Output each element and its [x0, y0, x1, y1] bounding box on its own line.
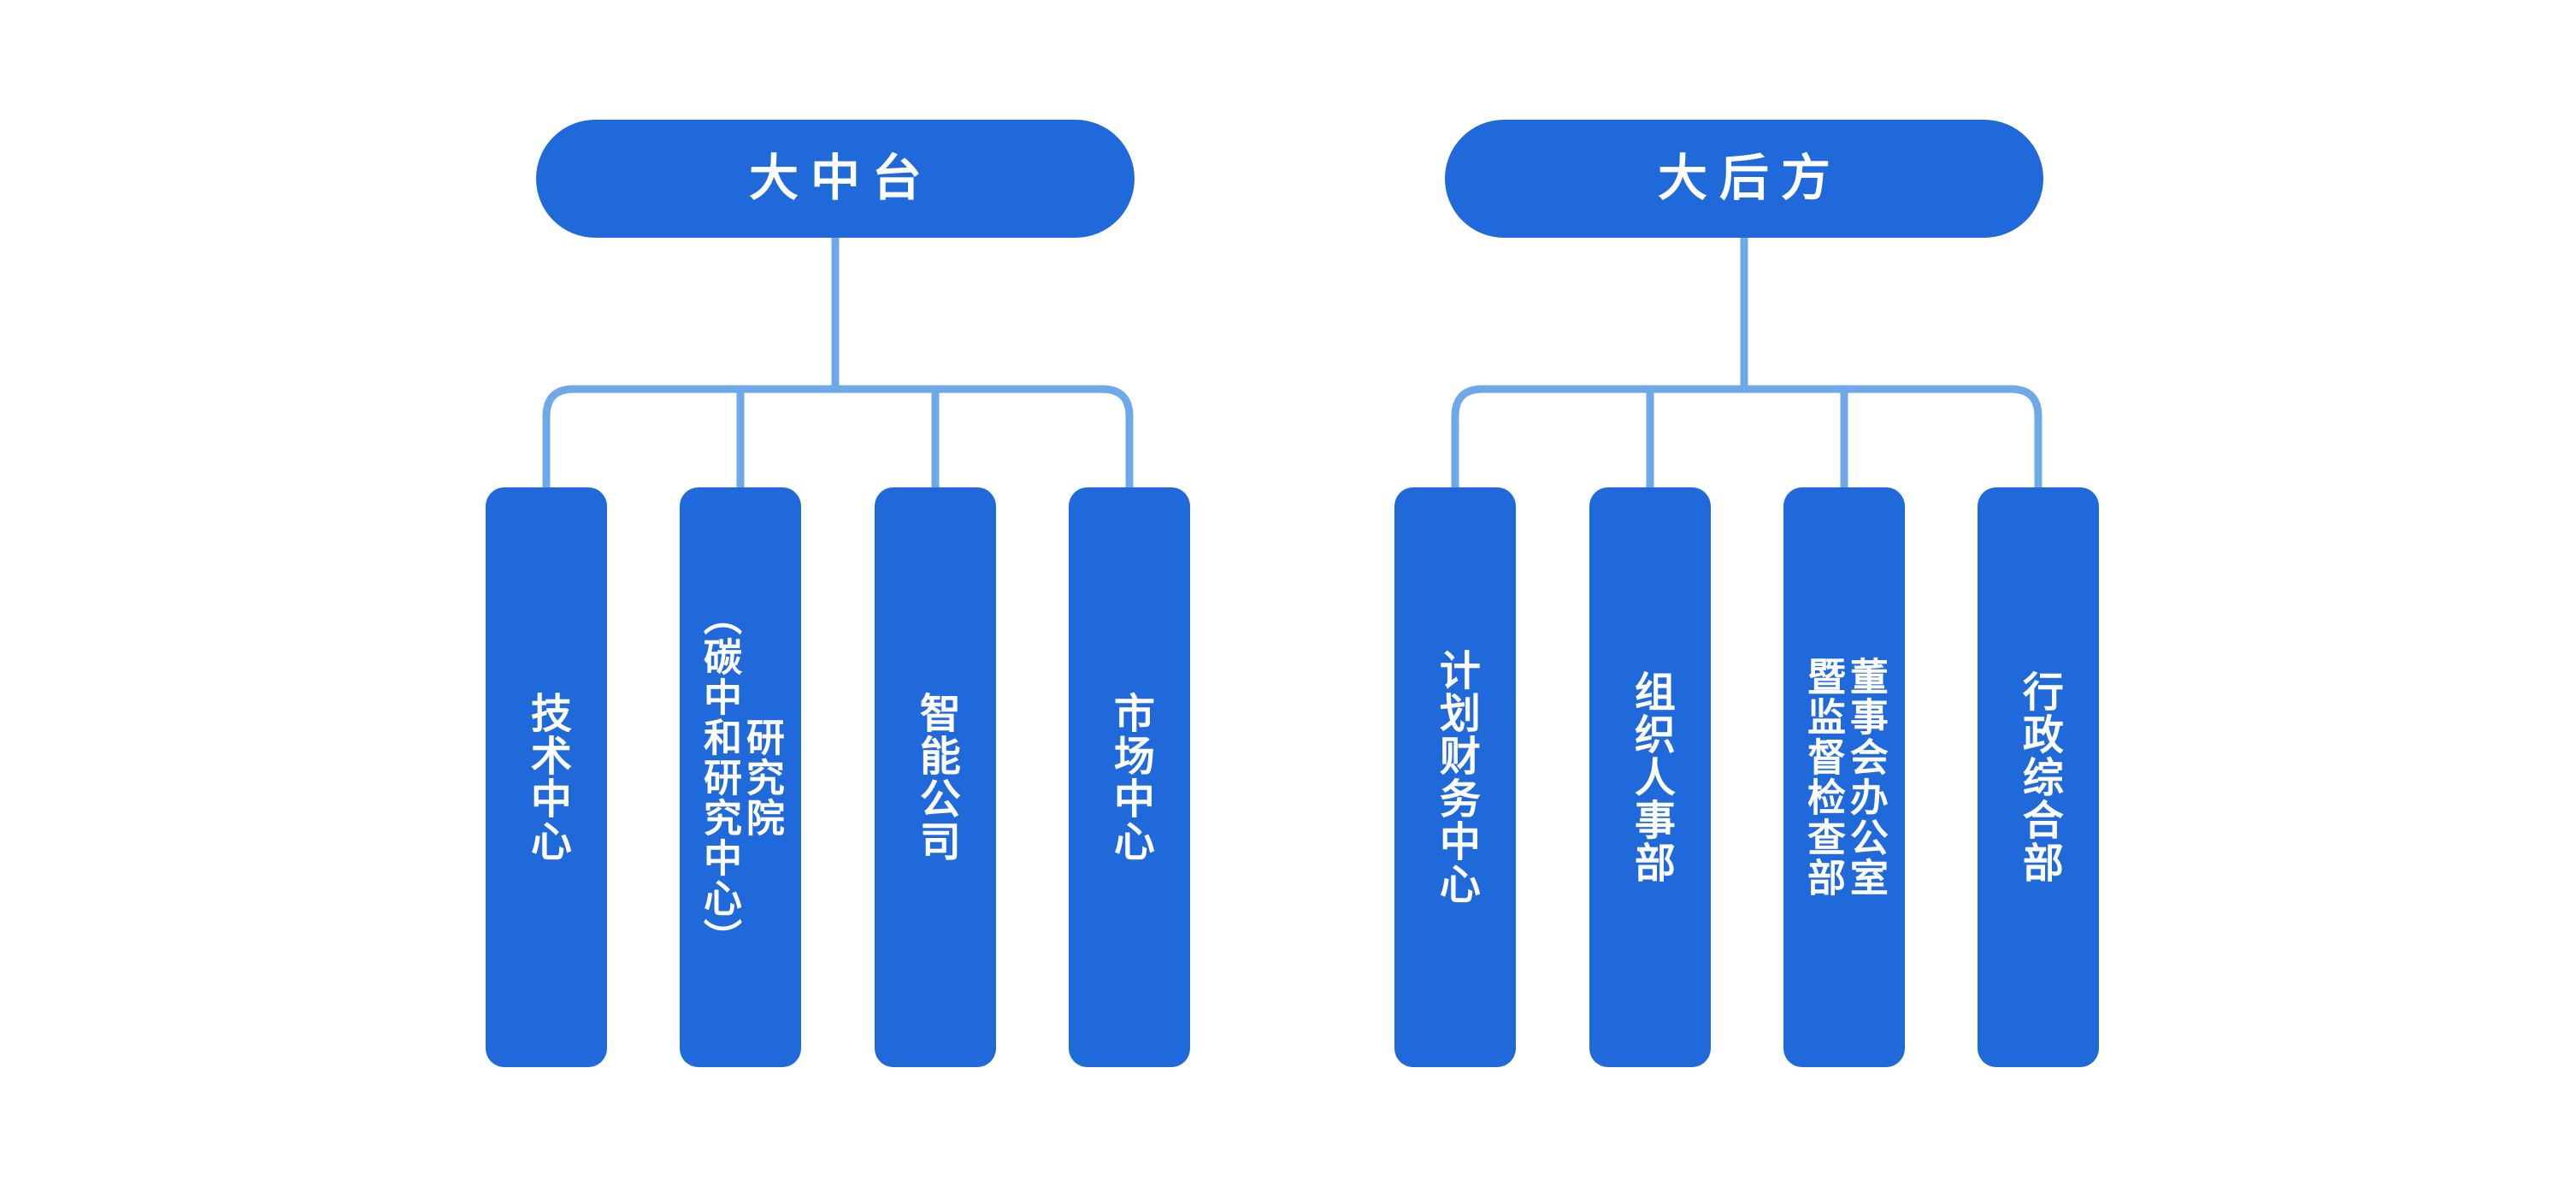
node-box-dongshihui-bangongshi[interactable]: 暨监督检查部 董事会办公室	[1783, 487, 1905, 1067]
node-box-jihua-caiwu-zhongxin[interactable]: 计划财务中心	[1394, 487, 1516, 1067]
node-box-zhineng-gongsi[interactable]: 智能公司	[875, 487, 996, 1067]
node-box-yanjiuyuan[interactable]: （碳中和研究中心） 研究院	[680, 487, 801, 1067]
node-label-zhineng-gongsi: 智能公司	[912, 692, 958, 863]
node-box-shichang-zhongxin[interactable]: 市场中心	[1069, 487, 1190, 1067]
node-label-zuzhi-renshi-bu: 组织人事部	[1627, 670, 1673, 884]
node-label-xingzheng-zonghe-bu: 行政综合部	[2015, 670, 2061, 884]
connector-bus-right	[1451, 385, 2043, 487]
node-label-jihua-caiwu-zhongxin: 计划财务中心	[1432, 649, 1478, 906]
node-label-yanjiuyuan-col-right: （碳中和研究中心）	[698, 596, 741, 959]
root-node-zhongtai[interactable]: 大中台	[536, 120, 1135, 238]
node-box-xingzheng-zonghe-bu[interactable]: 行政综合部	[1978, 487, 2099, 1067]
node-label-shichang-zhongxin: 市场中心	[1106, 692, 1152, 863]
node-label-jishu-zhongxin: 技术中心	[523, 692, 569, 863]
node-label-dongshihui-col-left: 董事会办公室	[1843, 657, 1888, 898]
node-label-yanjiuyuan-col-left: 研究院	[740, 717, 784, 838]
node-label-dongshihui-col-right: 暨监督检查部	[1801, 657, 1845, 898]
connector-bus-left	[542, 385, 1134, 487]
node-box-jishu-zhongxin[interactable]: 技术中心	[486, 487, 607, 1067]
node-box-zuzhi-renshi-bu[interactable]: 组织人事部	[1589, 487, 1711, 1067]
root-node-houfang[interactable]: 大后方	[1445, 120, 2043, 238]
